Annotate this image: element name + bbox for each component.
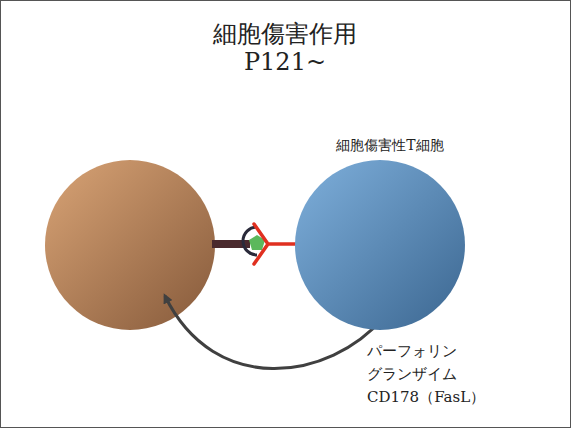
effector-molecule-label: CD178（FasL） xyxy=(365,388,487,407)
slide-title: 細胞傷害作用 P121~ xyxy=(195,20,375,76)
effector-molecule-label: グランザイム xyxy=(365,365,459,384)
t-cell-node: 細胞傷害性T細胞 xyxy=(295,136,465,330)
cell-heading: 細胞傷害性T細胞 xyxy=(336,136,443,154)
cell-circle xyxy=(295,160,465,330)
target-cell xyxy=(45,160,215,330)
effector-molecule-label: パーフォリン xyxy=(365,342,459,361)
